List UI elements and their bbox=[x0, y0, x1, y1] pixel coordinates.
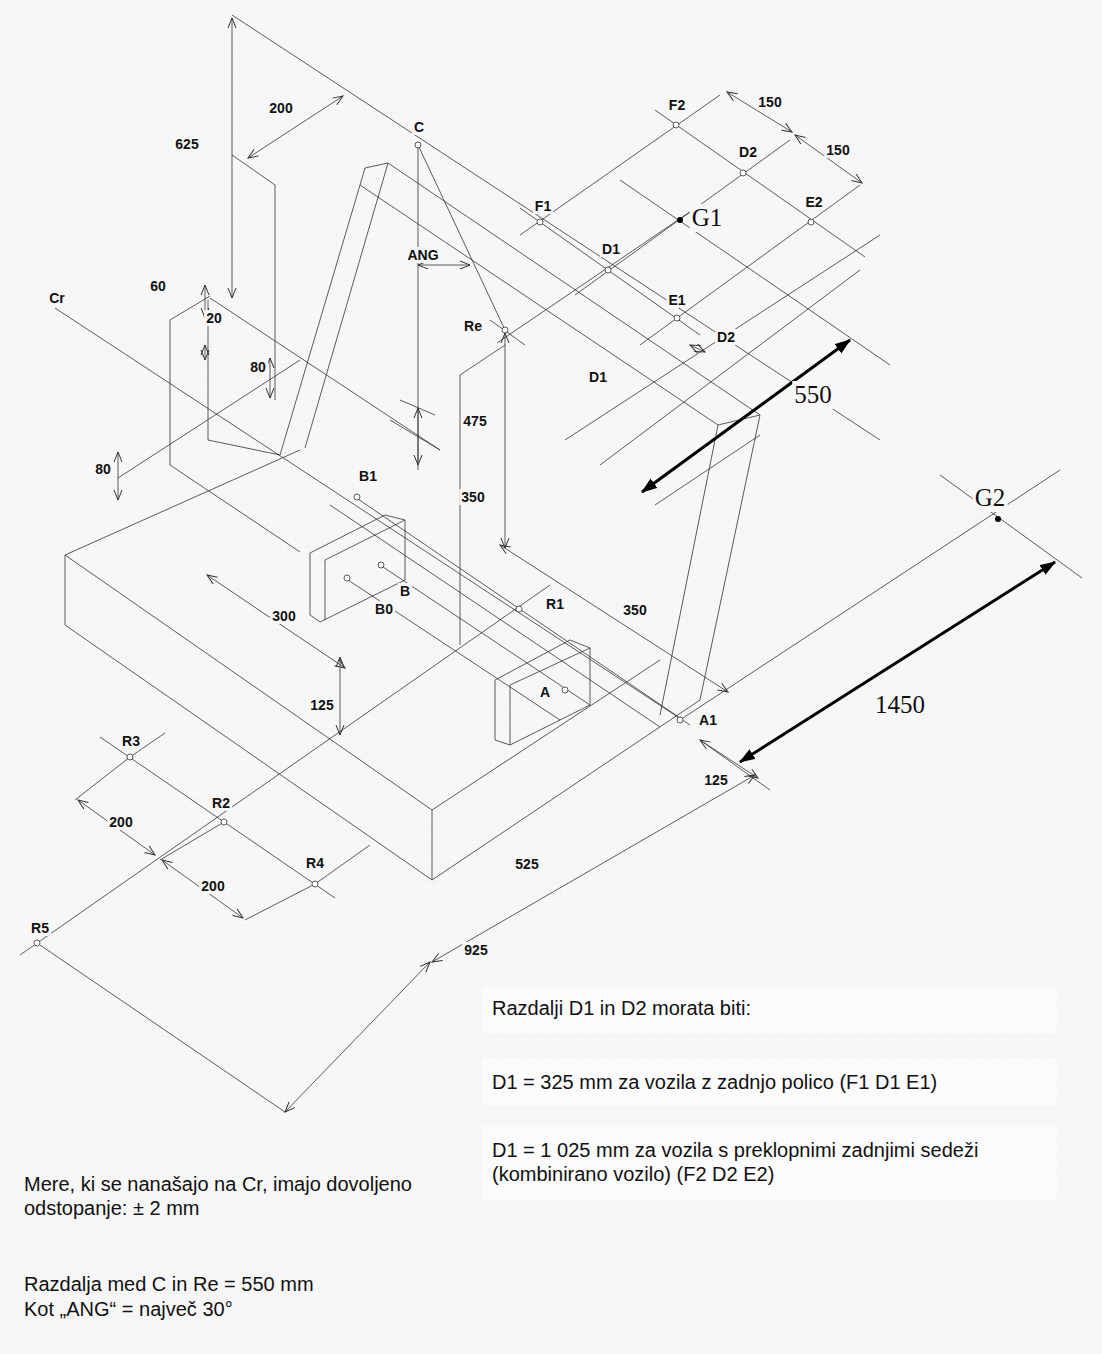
dimension-label: B0 bbox=[373, 601, 395, 617]
dimension-label: B bbox=[398, 583, 412, 599]
dimension-label: R3 bbox=[120, 733, 142, 749]
dimension-label: A bbox=[538, 684, 552, 700]
dimension-label: 200 bbox=[199, 878, 226, 894]
dimension-label: 200 bbox=[107, 814, 134, 830]
dimension-label: 200 bbox=[267, 100, 294, 116]
dimension-label: 20 bbox=[204, 310, 224, 326]
dimension-label: D1 bbox=[600, 241, 622, 257]
dimension-label: F2 bbox=[667, 97, 687, 113]
dimension-label: R1 bbox=[544, 596, 566, 612]
dimension-label: 350 bbox=[459, 489, 486, 505]
dimension-label: D2 bbox=[737, 144, 759, 160]
note-text: Razdalja med C in Re = 550 mm bbox=[22, 1272, 446, 1296]
note-text: Mere, ki se nanašajo na Cr, imajo dovolj… bbox=[22, 1172, 416, 1220]
reference-point-label: G2 bbox=[973, 484, 1008, 512]
dimension-label: 625 bbox=[173, 136, 200, 152]
dimension-label: D2 bbox=[715, 329, 737, 345]
dimension-label: R2 bbox=[210, 795, 232, 811]
reference-point-label: G1 bbox=[690, 204, 725, 232]
dimension-label: 80 bbox=[93, 461, 113, 477]
note-text: D1 = 325 mm za vozila z zadnjo polico (F… bbox=[490, 1070, 1069, 1094]
dimension-label: 150 bbox=[756, 94, 783, 110]
dimension-label: D1 bbox=[587, 369, 609, 385]
dimension-label: 925 bbox=[462, 942, 489, 958]
note-text: Kot „ANG“ = največ 30° bbox=[22, 1297, 446, 1321]
dimension-label: Re bbox=[462, 318, 484, 334]
dimension-label: F1 bbox=[533, 198, 553, 214]
dimension-label: 350 bbox=[621, 602, 648, 618]
dimension-label: 475 bbox=[461, 413, 488, 429]
dimension-label: C bbox=[412, 119, 426, 135]
dimension-label: 525 bbox=[513, 856, 540, 872]
dimension-label: R4 bbox=[304, 855, 326, 871]
note-text: Razdalji D1 in D2 morata biti: bbox=[490, 996, 1054, 1020]
reference-point-label: 550 bbox=[792, 381, 834, 409]
dimension-label: B1 bbox=[357, 468, 379, 484]
dimension-label: E1 bbox=[666, 292, 687, 308]
dimension-label: Cr bbox=[47, 290, 67, 306]
dimension-label: A1 bbox=[697, 712, 719, 728]
dimension-label: 300 bbox=[270, 608, 297, 624]
dimension-label: E2 bbox=[803, 194, 824, 210]
dimension-label: 80 bbox=[248, 359, 268, 375]
dimension-label: 125 bbox=[702, 772, 729, 788]
dimension-label: R5 bbox=[29, 920, 51, 936]
note-text: D1 = 1 025 mm za vozila s preklopnimi za… bbox=[490, 1138, 1054, 1186]
dimension-label: 60 bbox=[148, 278, 168, 294]
reference-point-label: 1450 bbox=[873, 691, 927, 719]
dimension-label: ANG bbox=[405, 247, 440, 263]
dimension-label: 150 bbox=[824, 142, 851, 158]
dimension-label: 125 bbox=[308, 697, 335, 713]
